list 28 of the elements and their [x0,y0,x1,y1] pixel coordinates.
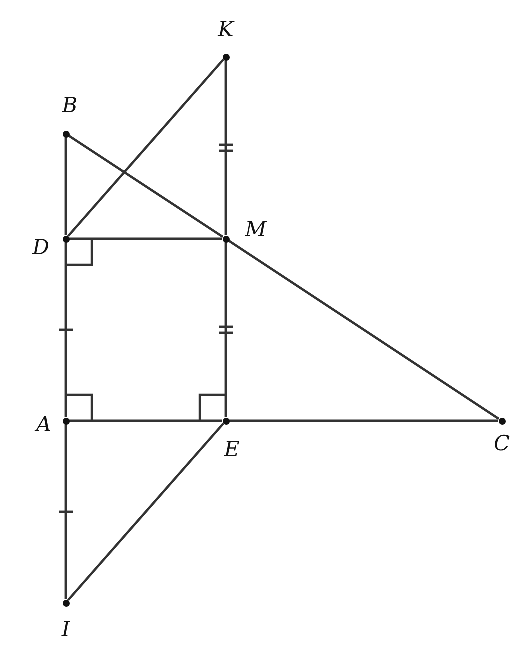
line-segment [224,242,228,418]
line-segment [70,420,222,422]
point-label: K [218,20,234,40]
point [498,418,506,424]
point [222,418,230,424]
line-segment [64,242,68,418]
point-label: I [62,620,70,640]
line-segment [70,238,222,240]
point-label: C [494,434,510,454]
line-segment [67,422,225,602]
point-label: A [36,414,52,436]
line-segment [230,420,498,422]
line-segment [68,134,224,238]
line-segment [224,60,228,236]
point-label: B [62,96,78,116]
point-label: D [32,238,50,258]
point [62,236,70,242]
line-segment [64,424,68,600]
point [62,600,70,606]
point [222,54,230,60]
point-label: E [224,440,240,460]
line-segment [67,58,225,238]
point-label: M [245,220,267,240]
line-segment [64,138,68,236]
point [222,236,230,242]
point [62,418,70,424]
point [62,130,70,138]
line-segment [228,240,500,420]
